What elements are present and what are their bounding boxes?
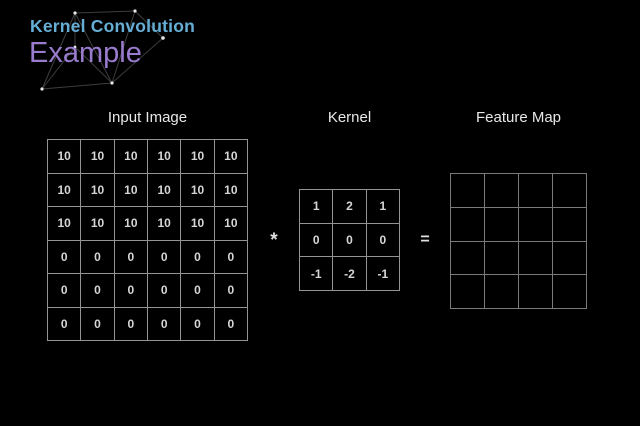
matrix-cell: 0 bbox=[181, 274, 214, 307]
matrix-cell: 10 bbox=[214, 173, 247, 206]
matrix-cell bbox=[519, 275, 552, 308]
matrix-cell: 0 bbox=[147, 274, 181, 307]
input-image-label: Input Image bbox=[107, 109, 188, 126]
node-dot bbox=[161, 36, 165, 40]
matrix-cell: 10 bbox=[181, 207, 214, 240]
matrix-cell: 10 bbox=[114, 140, 147, 173]
matrix-cell: 10 bbox=[147, 173, 181, 206]
matrix-cell: 0 bbox=[147, 307, 181, 340]
matrix-cell: 0 bbox=[81, 240, 114, 273]
matrix-cell: 10 bbox=[214, 207, 247, 240]
slide-title: Kernel Convolution bbox=[30, 16, 195, 36]
node-dot bbox=[73, 45, 77, 49]
matrix-cell: 10 bbox=[48, 140, 81, 173]
matrix-cell bbox=[519, 241, 552, 275]
matrix-cell: 10 bbox=[147, 140, 181, 173]
matrix-cell: 10 bbox=[181, 140, 214, 173]
convolution-operator: * bbox=[270, 230, 278, 251]
matrix-cell: 0 bbox=[300, 223, 333, 257]
matrix-cell: 0 bbox=[81, 274, 114, 307]
kernel-label: Kernel bbox=[327, 109, 372, 126]
matrix-cell: 0 bbox=[48, 307, 81, 340]
matrix-cell: -2 bbox=[333, 257, 366, 290]
matrix-cell bbox=[485, 174, 518, 207]
matrix-cell: 0 bbox=[114, 307, 147, 340]
matrix-cell: -1 bbox=[366, 257, 399, 290]
slide-subtitle: Example bbox=[29, 37, 142, 69]
matrix-cell: -1 bbox=[300, 257, 333, 290]
matrix-cell: 1 bbox=[366, 190, 399, 223]
matrix-cell bbox=[485, 275, 518, 308]
node-dot bbox=[133, 9, 137, 13]
matrix-cell: 10 bbox=[81, 207, 114, 240]
matrix-cell: 0 bbox=[333, 223, 366, 257]
matrix-cell: 10 bbox=[214, 140, 247, 173]
feature-map-label: Feature Map bbox=[475, 109, 562, 126]
node-dot bbox=[73, 11, 77, 15]
matrix-cell: 0 bbox=[114, 274, 147, 307]
matrix-cell bbox=[519, 174, 552, 207]
node-dot bbox=[40, 87, 44, 91]
matrix-cell: 0 bbox=[147, 240, 181, 273]
node-dot bbox=[110, 81, 114, 85]
matrix-cell: 0 bbox=[48, 240, 81, 273]
matrix-cell: 10 bbox=[81, 173, 114, 206]
matrix-cell: 0 bbox=[48, 274, 81, 307]
matrix-cell: 0 bbox=[181, 307, 214, 340]
matrix-cell: 2 bbox=[333, 190, 366, 223]
matrix-cell: 10 bbox=[114, 173, 147, 206]
matrix-cell: 0 bbox=[214, 274, 247, 307]
matrix-cell bbox=[451, 275, 484, 308]
matrix-cell bbox=[553, 174, 586, 207]
matrix-cell: 10 bbox=[81, 140, 114, 173]
matrix-cell bbox=[451, 174, 484, 207]
network-decoration bbox=[40, 9, 165, 91]
matrix-cell: 0 bbox=[114, 240, 147, 273]
matrix-cell: 0 bbox=[214, 240, 247, 273]
matrix-cell bbox=[485, 241, 518, 275]
matrix-cell: 0 bbox=[181, 240, 214, 273]
feature-map-grid bbox=[450, 173, 587, 309]
matrix-cell bbox=[451, 241, 484, 275]
matrix-cell: 10 bbox=[181, 173, 214, 206]
matrix-cell bbox=[519, 207, 552, 241]
matrix-cell: 0 bbox=[81, 307, 114, 340]
matrix-cell bbox=[485, 207, 518, 241]
matrix-cell: 0 bbox=[366, 223, 399, 257]
matrix-cell bbox=[451, 207, 484, 241]
matrix-cell: 10 bbox=[48, 173, 81, 206]
equals-operator: = bbox=[420, 231, 430, 248]
matrix-cell: 10 bbox=[147, 207, 181, 240]
matrix-cell: 10 bbox=[114, 207, 147, 240]
matrix-cell bbox=[553, 275, 586, 308]
matrix-cell bbox=[553, 241, 586, 275]
matrix-cell: 10 bbox=[48, 207, 81, 240]
matrix-cell: 0 bbox=[214, 307, 247, 340]
matrix-cell: 1 bbox=[300, 190, 333, 223]
matrix-cell bbox=[553, 207, 586, 241]
